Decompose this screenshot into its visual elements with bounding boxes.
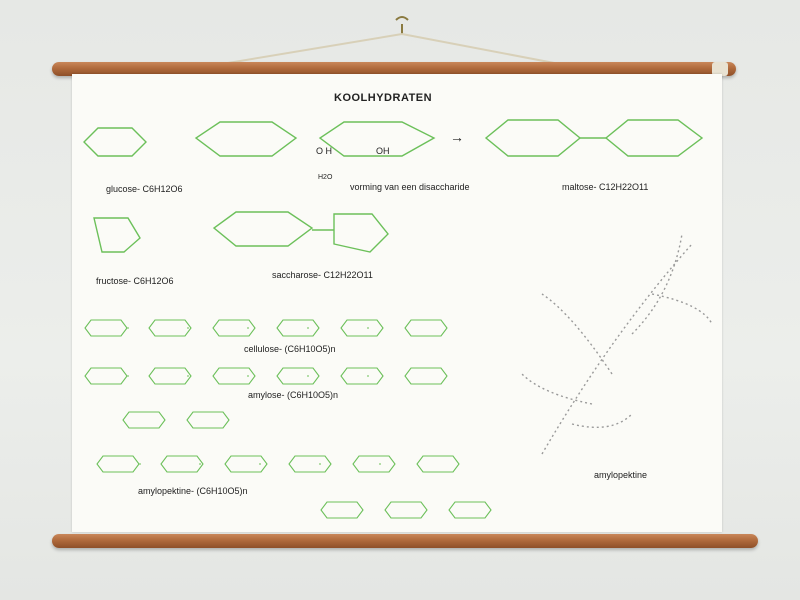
glucose-ring-b <box>318 121 436 157</box>
amylose-ring <box>212 367 256 385</box>
amylose-ring <box>340 367 384 385</box>
label-saccharose: saccharose- C12H22O11 <box>272 270 373 280</box>
cellulose-ring <box>148 319 192 337</box>
chemical-structures: OH O H → <box>83 119 713 519</box>
amylopektine-ring <box>416 455 460 473</box>
glucose-ring-a <box>194 121 298 157</box>
label-cellulose: cellulose- (C6H10O5)n <box>244 344 336 354</box>
amylopektine-branch-ring <box>186 411 230 429</box>
label-amylopektine: amylopektine- (C6H10O5)n <box>138 486 248 496</box>
label-maltose: maltose- C12H22O11 <box>562 182 649 192</box>
amylopektine-branch-ring <box>448 501 492 519</box>
wall-chart-poster: KOOLHYDRATEN OH O H <box>72 74 722 532</box>
svg-text:→: → <box>450 129 464 145</box>
amylopektine-ring <box>96 455 140 473</box>
label-disaccharide: vorming van een disaccharide <box>350 182 470 192</box>
amylose-ring <box>148 367 192 385</box>
top-wooden-rod <box>52 62 736 76</box>
amylopektine-ring <box>352 455 396 473</box>
amylose-ring <box>84 367 128 385</box>
svg-text:OH: OH <box>376 146 390 156</box>
amylopektine-branch-ring <box>384 501 428 519</box>
poster-title: KOOLHYDRATEN <box>334 92 433 104</box>
label-amylose: amylose- (C6H10O5)n <box>248 390 339 400</box>
amylose-ring <box>404 367 448 385</box>
svg-text:O H: O H <box>316 146 332 156</box>
label-amylopektine-tree: amylopektine <box>594 470 648 480</box>
amylopektine-branch-ring <box>320 501 364 519</box>
amylose-ring <box>276 367 320 385</box>
cellulose-ring <box>84 319 128 337</box>
cellulose-ring <box>276 319 320 337</box>
label-fructose: fructose- C6H12O6 <box>96 276 174 286</box>
amylopektine-ring <box>160 455 204 473</box>
cellulose-ring <box>404 319 448 337</box>
label-glucose: glucose- C6H12O6 <box>106 184 183 194</box>
cellulose-ring <box>340 319 384 337</box>
amylopektine-branch-ring <box>122 411 166 429</box>
amylopektine-ring <box>224 455 268 473</box>
label-water: H2O <box>318 174 333 181</box>
bottom-wooden-rod <box>52 534 758 548</box>
cellulose-ring <box>212 319 256 337</box>
amylopektine-ring <box>288 455 332 473</box>
top-rod-cap <box>712 62 728 76</box>
